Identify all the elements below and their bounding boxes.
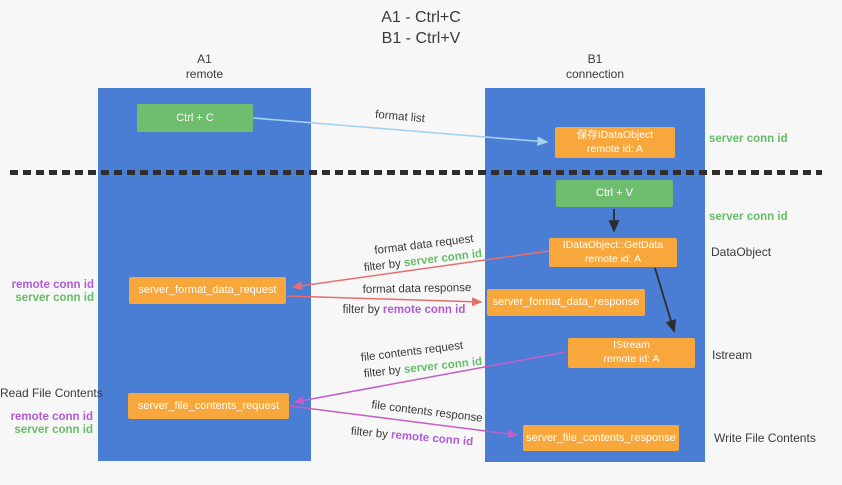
node-save-idataobject-line2: remote id: A xyxy=(586,142,644,155)
node-server-file-contents-response: server_file_contents_response xyxy=(523,425,679,451)
arrow-format-data-response xyxy=(286,295,483,307)
node-format-response-label: server_format_data_response xyxy=(492,296,640,309)
node-ctrl-c: Ctrl + C xyxy=(137,104,253,132)
arrow-getdata-to-istream xyxy=(654,267,677,333)
left-label-server-conn-id-2: server conn id xyxy=(14,424,93,436)
node-save-idataobject: 保存IDataObject remote id: A xyxy=(555,127,675,158)
lane-b1-name: B1 xyxy=(587,52,603,66)
right-label-write-file-contents: Write File Contents xyxy=(714,431,816,445)
node-getdata-line1: IDataObject::GetData xyxy=(562,238,664,251)
title-line-2: B1 - Ctrl+V xyxy=(381,29,461,47)
node-getdata-line2: remote id: A xyxy=(584,252,642,265)
right-label-server-conn-id-1: server conn id xyxy=(709,133,788,145)
right-label-istream: Istream xyxy=(712,348,753,362)
left-label-read-file-contents: Read File Contents xyxy=(0,386,103,400)
node-istream-line1: IStream xyxy=(613,339,650,352)
node-istream-line2: remote id: A xyxy=(603,353,660,365)
node-save-idataobject-line1: 保存IDataObject xyxy=(576,128,654,141)
diagram-title: A1 - Ctrl+C B1 - Ctrl+V xyxy=(0,8,842,50)
left-label-remote-conn-id-2: remote conn id xyxy=(10,411,93,423)
node-ctrl-v: Ctrl + V xyxy=(556,180,673,207)
arrow-file-contents-response xyxy=(289,405,519,439)
node-file-response-label: server_file_contents_response xyxy=(526,431,676,444)
filter-by-text: filter by xyxy=(342,304,383,316)
node-server-format-data-response: server_format_data_response xyxy=(487,289,645,316)
node-file-request-label: server_file_contents_request xyxy=(137,399,280,412)
right-label-server-conn-id-2: server conn id xyxy=(709,211,788,223)
lane-b1-subtitle: connection xyxy=(565,67,625,81)
node-format-request-label: server_format_data_request xyxy=(138,284,277,297)
lane-a1-subtitle: remote xyxy=(185,67,224,81)
left-label-remote-conn-id-1: remote conn id xyxy=(11,279,94,291)
title-line-1: A1 - Ctrl+C xyxy=(381,9,461,26)
copy-paste-separator-line xyxy=(10,170,822,175)
node-idataobject-getdata: IDataObject::GetData remote id: A xyxy=(549,238,677,267)
node-istream: IStream remote id: A xyxy=(568,338,695,368)
arrow-file-contents-request xyxy=(293,351,567,405)
node-server-format-data-request: server_format_data_request xyxy=(129,277,286,304)
lane-header-b1: B1 connection xyxy=(485,52,705,82)
node-ctrl-v-label: Ctrl + V xyxy=(596,187,633,200)
arrow-format-list xyxy=(252,117,549,147)
lane-a1-name: A1 xyxy=(197,52,212,66)
node-server-file-contents-request: server_file_contents_request xyxy=(128,393,289,419)
lane-header-a1: A1 remote xyxy=(98,52,311,82)
label-filter-by-remote-conn-id-1: filter by remote conn id xyxy=(343,304,466,316)
arrow-format-data-request xyxy=(291,250,550,291)
right-label-dataobject: DataObject xyxy=(711,245,772,259)
node-ctrl-c-label: Ctrl + C xyxy=(176,111,214,124)
remote-conn-id-keyword: remote conn id xyxy=(382,304,466,316)
left-label-server-conn-id-1: server conn id xyxy=(15,292,94,304)
